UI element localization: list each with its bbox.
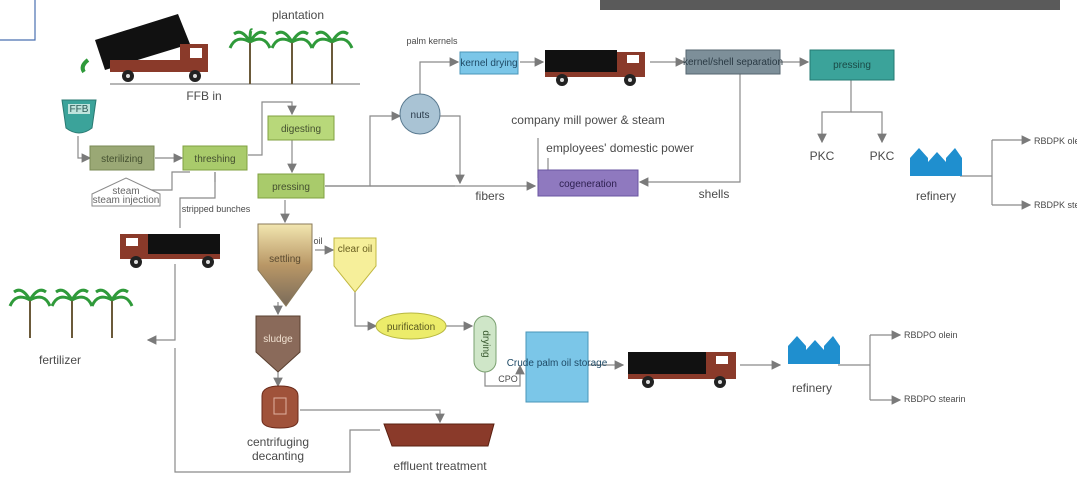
effluent-tank xyxy=(383,423,495,447)
pressing-kernel-label: pressing xyxy=(833,60,871,71)
employee-power-label: employees' domestic power xyxy=(546,141,694,155)
palm-tree-icon xyxy=(90,288,134,338)
stripped-bunches-label: stripped bunches xyxy=(182,204,251,214)
digesting-box: digesting xyxy=(267,115,335,141)
palm-trees-fertilizer xyxy=(8,288,134,338)
nuts-node: nuts xyxy=(399,93,441,135)
shell-separation-box: kernel/shell separation xyxy=(683,49,783,75)
palm-trees-top xyxy=(228,28,354,84)
steam-injection-label: steam injection xyxy=(93,195,160,206)
kernel-drying-label: kernel drying xyxy=(460,58,517,69)
palm-tree-icon xyxy=(50,288,94,338)
shell-separation-label: kernel/shell separation xyxy=(683,57,783,68)
palm-tree-icon xyxy=(8,288,52,338)
palm-kernels-label: palm kernels xyxy=(406,36,458,46)
cpo-label: CPO xyxy=(498,374,518,384)
decanting-label: decanting xyxy=(252,449,304,463)
pressing-box: pressing xyxy=(257,173,325,199)
threshing-box: threshing xyxy=(182,145,248,171)
rbdpo-olein-label: RBDPO olein xyxy=(904,330,958,340)
threshing-label: threshing xyxy=(194,154,235,165)
pkc-label-2: PKC xyxy=(870,149,895,163)
rbdpk-stearin-label: RBDPK stearin xyxy=(1034,200,1077,210)
sludge-tank: sludge xyxy=(255,315,301,373)
pressing-label: pressing xyxy=(272,182,310,193)
steam-label: steam xyxy=(112,186,139,197)
sludge-label: sludge xyxy=(263,334,293,345)
kernel-drying-box: kernel drying xyxy=(459,51,519,75)
ffb-in-label: FFB in xyxy=(186,89,221,103)
refinery-top-label: refinery xyxy=(916,189,956,203)
nuts-label: nuts xyxy=(411,110,430,121)
rbdpk-olein-label: RBDPK olein xyxy=(1034,136,1077,146)
settling-label: settling xyxy=(269,254,301,265)
pressing-kernel-box: pressing xyxy=(809,49,895,81)
palm-tree-icon xyxy=(270,30,314,84)
clear-oil-label: clear oil xyxy=(338,244,372,255)
shells-label: shells xyxy=(699,187,730,201)
plantation-label: plantation xyxy=(272,8,324,22)
sterilizing-label: sterilizing xyxy=(101,154,143,165)
palm-tree-icon xyxy=(228,28,272,84)
connectors xyxy=(77,57,1032,473)
truck-icon xyxy=(120,234,220,268)
truck-icon xyxy=(628,352,736,388)
drying-label: drying xyxy=(480,330,491,357)
purification-label: purification xyxy=(387,322,435,333)
fertilizer-label: fertilizer xyxy=(39,353,81,367)
ffb-hopper: FFB xyxy=(61,99,97,134)
digesting-label: digesting xyxy=(281,124,321,135)
cogeneration-box: cogeneration xyxy=(537,169,639,197)
storage-label: Crude palm oil storage xyxy=(507,358,608,369)
crude-oil-storage-box: Crude palm oil storage xyxy=(507,331,608,403)
pkc-label-1: PKC xyxy=(810,149,835,163)
dump-truck-icon xyxy=(80,14,208,82)
drying-node: drying xyxy=(473,315,497,373)
rbdpo-stearin-label: RBDPO stearin xyxy=(904,394,966,404)
clear-oil-tank: clear oil xyxy=(333,237,377,293)
photo-strip xyxy=(600,0,1060,10)
diagram-labels: plantation FFB in palm kernels company m… xyxy=(39,8,1077,473)
refinery-icon xyxy=(788,336,840,364)
purification-node: purification xyxy=(375,312,447,340)
corner-frame xyxy=(0,0,36,41)
centrifuging-label: centrifuging xyxy=(247,435,309,449)
truck-icon xyxy=(545,50,645,86)
settling-tank: settling xyxy=(257,223,313,307)
fibers-label: fibers xyxy=(475,189,504,203)
effluent-treatment-label: effluent treatment xyxy=(393,459,487,473)
centrifuge-node xyxy=(261,385,299,429)
palm-tree-icon xyxy=(310,30,354,84)
sterilizing-box: sterilizing xyxy=(89,145,155,171)
company-power-label: company mill power & steam xyxy=(511,113,664,127)
cogeneration-label: cogeneration xyxy=(559,179,617,190)
oil-label: oil xyxy=(313,236,322,246)
refinery-icon xyxy=(910,148,962,176)
steam-injection-shape: steam steam injection xyxy=(91,177,161,207)
hopper-label: FFB xyxy=(70,104,89,115)
refinery-bottom-label: refinery xyxy=(792,381,832,395)
